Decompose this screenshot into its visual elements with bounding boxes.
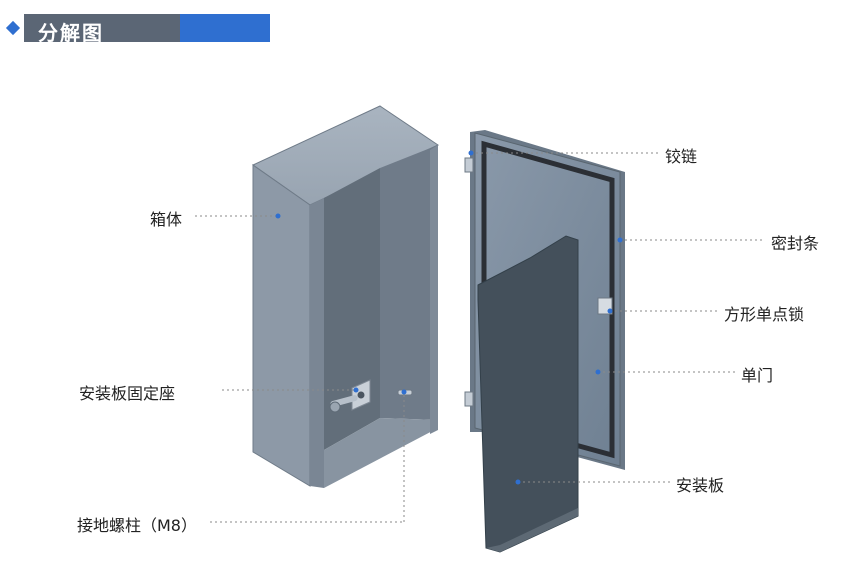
section-header: 分解图 xyxy=(0,12,300,45)
box-body xyxy=(252,105,440,488)
callout-dots xyxy=(275,150,623,485)
leader-lines xyxy=(195,152,765,523)
label-mount-seat: 安装板固定座 xyxy=(79,384,176,403)
label-seal: 密封条 xyxy=(771,234,820,253)
label-hinge: 铰链 xyxy=(665,147,698,166)
label-single-door: 单门 xyxy=(741,366,774,385)
page-title: 分解图 xyxy=(38,21,104,45)
label-mount-plate: 安装板 xyxy=(676,476,725,495)
label-box-body: 箱体 xyxy=(150,210,183,229)
title-bar: 分解图 xyxy=(24,14,270,45)
label-lock: 方形单点锁 xyxy=(724,305,805,324)
mounting-plate xyxy=(477,235,579,553)
label-ground-stud: 接地螺柱（M8） xyxy=(77,516,197,535)
title-bar-dark xyxy=(24,14,180,42)
